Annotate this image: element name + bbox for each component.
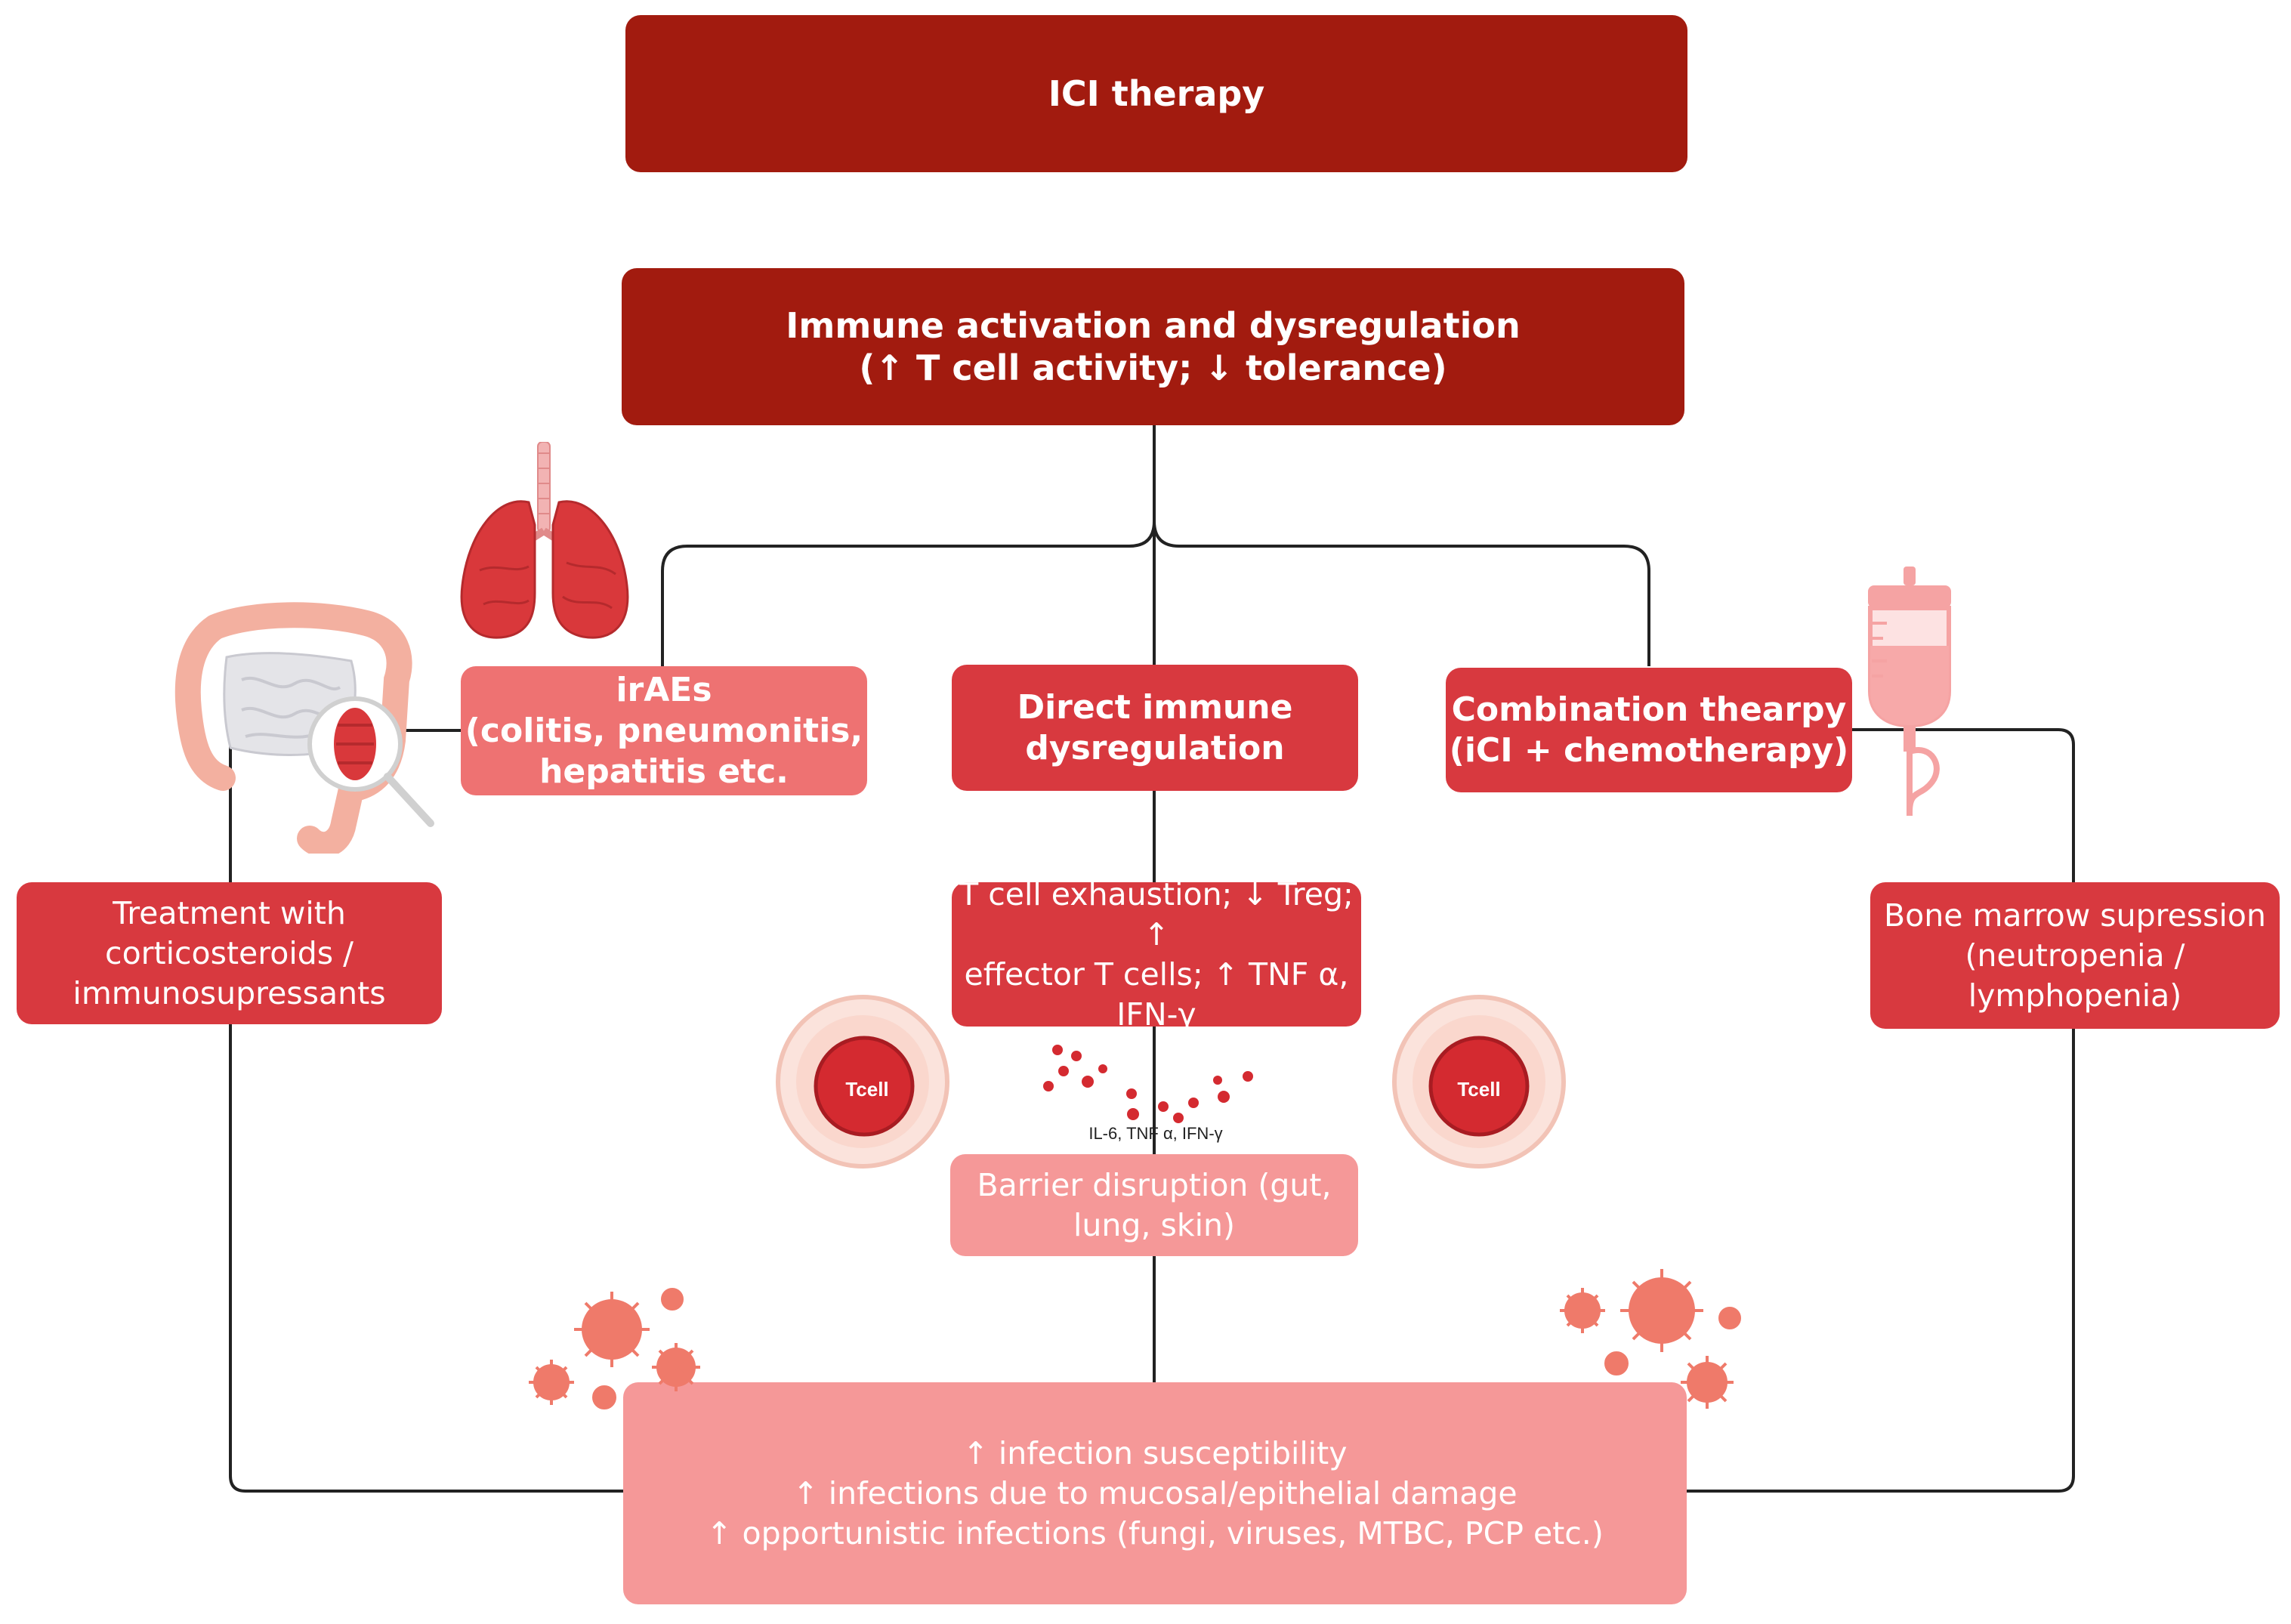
direct-immune-box: Direct immune dysregulation xyxy=(952,665,1358,791)
intestine-magnifier-icon xyxy=(174,602,434,854)
tcell-exhaustion-box: T cell exhaustion; ↓ Treg; ↑ effector T … xyxy=(952,876,1361,1033)
virus-cluster-right-icon xyxy=(1560,1269,1741,1409)
combination-line2: (iCI + chemotherapy) xyxy=(1449,730,1849,770)
immune-activation-box: Immune activation and dysregulation (↑ T… xyxy=(622,268,1684,425)
direct-immune-line1: Direct immune xyxy=(1017,687,1293,727)
virus-cluster-left-icon xyxy=(529,1288,700,1409)
treatment-line1: Treatment with xyxy=(113,894,346,931)
tcell-exhaustion-line2: effector T cells; ↑ TNF α, xyxy=(964,956,1349,993)
combination-line1: Combination thearpy xyxy=(1451,690,1847,729)
infection-line3: ↑ opportunistic infections (fungi, virus… xyxy=(706,1514,1604,1551)
tcell-left-icon xyxy=(776,995,949,1169)
bone-marrow-line3: lymphopenia) xyxy=(1968,977,2182,1014)
iraes-line1: irAEs xyxy=(616,670,712,709)
tcell-exhaustion-line3: IFN-γ xyxy=(1116,996,1196,1033)
tcell-left-label: Tcell xyxy=(845,1078,889,1101)
infection-line1: ↑ infection susceptibility xyxy=(962,1434,1348,1471)
iraes-line2: (colitis, pneumonitis, xyxy=(465,711,863,750)
treatment-box: Treatment with corticosteroids / immunos… xyxy=(17,882,442,1024)
barrier-box: Barrier disruption (gut, lung, skin) xyxy=(950,1154,1358,1256)
cytokine-dots-icon xyxy=(1043,1045,1253,1123)
tcell-right-icon xyxy=(1392,995,1566,1169)
bone-marrow-box: Bone marrow supression (neutropenia / ly… xyxy=(1870,882,2280,1029)
connector-right-loop xyxy=(1683,728,2075,1493)
treatment-line3: immunosupressants xyxy=(73,974,386,1011)
barrier-line1: Barrier disruption (gut, xyxy=(977,1166,1332,1203)
tcell-exhaustion-line1: T cell exhaustion; ↓ Treg; ↑ xyxy=(959,875,1354,952)
combination-box: Combination thearpy (iCI + chemotherapy) xyxy=(1446,668,1852,792)
bone-marrow-line2: (neutropenia / xyxy=(1965,937,2185,974)
direct-immune-line2: dysregulation xyxy=(1025,728,1285,767)
iraes-line3: hepatitis etc. xyxy=(539,752,789,791)
lungs-icon xyxy=(460,442,629,639)
infection-line2: ↑ infections due to mucosal/epithelial d… xyxy=(792,1474,1518,1511)
cytokine-label: IL-6, TNF α, IFN-γ xyxy=(1088,1124,1223,1143)
tcell-right-label: Tcell xyxy=(1457,1078,1501,1101)
ici-therapy-label: ICI therapy xyxy=(1048,73,1265,114)
iraes-box: irAEs (colitis, pneumonitis, hepatitis e… xyxy=(461,666,867,795)
iv-bag-icon xyxy=(1868,567,1951,816)
connector-left-loop xyxy=(229,729,627,1493)
immune-activation-line2: (↑ T cell activity; ↓ tolerance) xyxy=(859,347,1447,388)
connector-to-combination xyxy=(1153,520,1650,666)
infection-box: ↑ infection susceptibility ↑ infections … xyxy=(623,1382,1687,1604)
bone-marrow-line1: Bone marrow supression xyxy=(1884,897,2266,934)
treatment-line2: corticosteroids / xyxy=(105,934,354,971)
ici-therapy-box: ICI therapy xyxy=(625,15,1687,172)
barrier-line2: lung, skin) xyxy=(1073,1206,1235,1243)
immune-activation-line1: Immune activation and dysregulation xyxy=(786,305,1521,346)
connector-to-iraes xyxy=(661,520,1156,666)
